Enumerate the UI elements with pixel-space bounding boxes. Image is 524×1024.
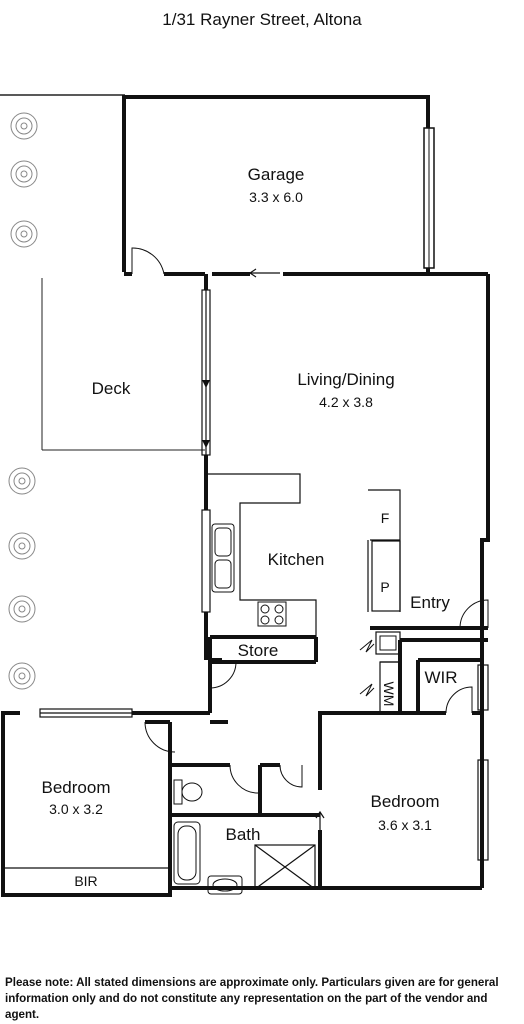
garage-dimensions: 3.3 x 6.0 [249,189,303,205]
bedroom2-label: Bedroom [370,792,440,811]
pantry-label: P [380,579,390,595]
garden-strip [0,94,205,451]
arrow-icon [202,380,210,448]
disclaimer-note: Please note: All stated dimensions are a… [5,976,499,1021]
bedroom1-dimensions: 3.0 x 3.2 [49,801,103,817]
hall-walls [318,711,489,888]
living-dining-dimensions: 4.2 x 3.8 [319,394,373,410]
garage-label: Garage [247,165,305,184]
bath-label: Bath [225,825,261,844]
tap-icon [359,639,375,697]
garage-walls [122,95,488,276]
bir-label: BIR [74,873,98,889]
door-swing-icon [209,661,237,689]
bedroom-window [39,708,133,718]
fridge-label: F [380,510,390,526]
kitchen-label: Kitchen [267,550,325,569]
bedroom1-label: Bedroom [41,778,111,797]
cooktop-icon [257,601,287,627]
fridge-pantry-walls [367,489,401,612]
basin-icon [207,875,243,895]
bathroom-walls [170,763,320,817]
washing-machine-label: WM [381,681,397,707]
kitchen-walls [201,473,317,637]
arrow-icon [248,268,280,278]
shower-icon [254,844,316,890]
entry-walls [370,599,489,655]
toilet-icon [173,779,203,805]
entry-label: Entry [410,593,450,612]
shrub-icon [8,112,38,690]
living-dining-label: Living/Dining [297,370,395,389]
page-title: 1/31 Rayner Street, Altona [162,10,362,29]
bathtub-icon [173,821,201,885]
sink-icon [211,523,235,593]
bedroom1-walls [3,720,228,895]
deck-sliding-door [201,289,211,456]
laundry-wir-walls [379,640,489,714]
deck-label: Deck [91,379,131,398]
wir-label: WIR [424,668,458,687]
store-label: Store [237,641,279,660]
bedroom2-dimensions: 3.6 x 3.1 [378,817,432,833]
